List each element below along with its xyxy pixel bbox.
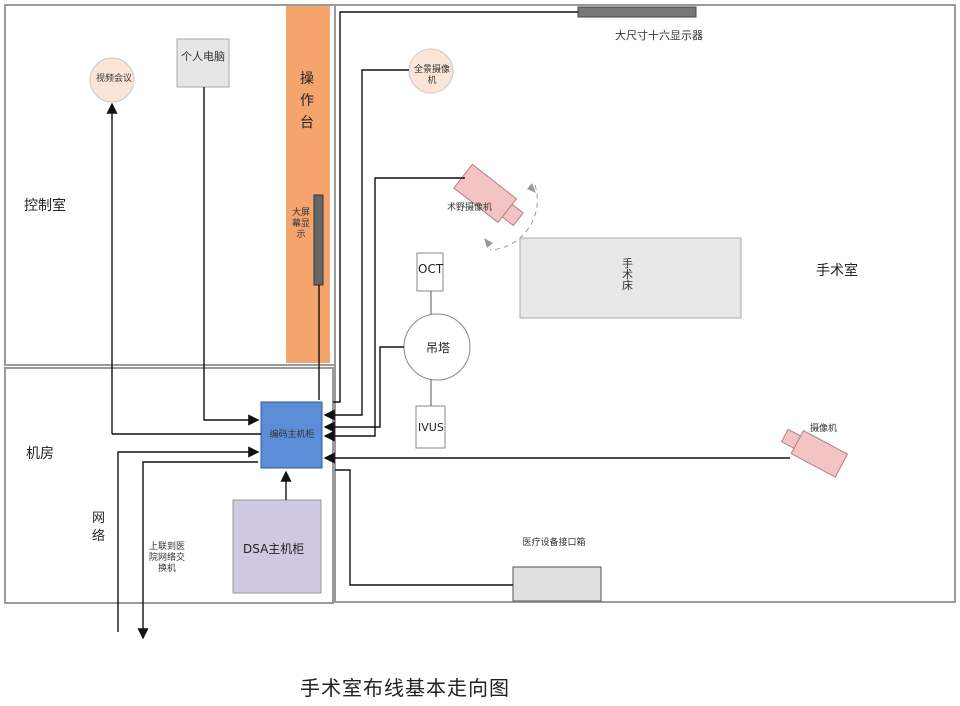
bottom-device-label: 医疗设备接口箱 [522, 538, 586, 548]
rotation-arc [489, 184, 538, 251]
console-char-1: 操 [300, 71, 314, 87]
wire-ceiling-screen [333, 11, 578, 403]
operating-table-label: 手术床 [622, 257, 633, 292]
console-label: 操 作 台 [297, 68, 317, 134]
operating-room-outline [334, 4, 956, 603]
control-camera-label: 视频会议 [95, 74, 132, 84]
machine-room-label: 机房 [26, 446, 54, 462]
dsa-host-box [232, 499, 322, 594]
operating-table-shape [519, 237, 742, 319]
network-note: 上联到医院网络交换机 [148, 542, 185, 574]
diagram-caption: 手术室布线基本走向图 [300, 676, 510, 700]
wall-camera-label: 摄像机 [810, 424, 838, 434]
pc-box [176, 38, 230, 88]
ceiling-screen-shape [577, 6, 697, 18]
pc-label: 个人电脑 [181, 50, 225, 63]
operating-room-label: 手术室 [816, 263, 858, 279]
center-device-label: 吊塔 [426, 341, 451, 355]
side-monitor [313, 194, 324, 286]
control-room-outline [4, 4, 336, 366]
network-label: 网络 [92, 511, 106, 544]
wire-room-camera [323, 69, 409, 421]
wire-network-out [137, 461, 258, 640]
room-camera-circle [408, 48, 454, 94]
console-char-2: 作 [300, 93, 314, 109]
console-bar [286, 6, 330, 363]
wire-pc [203, 87, 260, 426]
wall-camera-shape [780, 428, 849, 478]
wire-surgical-camera [323, 177, 465, 442]
console-char-3: 台 [300, 115, 314, 131]
encoder-label: 编码主机柜 [269, 430, 315, 440]
ceiling-screen-label: 大尺寸十六显示器 [615, 29, 703, 42]
encoder-box [260, 401, 323, 469]
wire-network-in [117, 446, 260, 632]
dsa-host-label: DSA主机柜 [243, 542, 305, 556]
control-camera-circle [89, 57, 135, 103]
monitor-side-label: 大屏幕显示 [292, 208, 311, 240]
surgical-camera-label: 术野摄像机 [447, 203, 493, 213]
room-camera-label: 全景摄像机 [413, 65, 450, 86]
machine-room-outline [4, 367, 334, 604]
oct-box [416, 252, 444, 292]
ivus-label: IVUS [418, 421, 444, 434]
bottom-device-box [512, 566, 602, 602]
control-room-label: 控制室 [24, 198, 66, 214]
oct-label: OCT [418, 262, 444, 276]
wire-bottom-device [335, 469, 513, 586]
surgical-camera-shape [453, 163, 524, 227]
wire-center-device [323, 346, 404, 433]
